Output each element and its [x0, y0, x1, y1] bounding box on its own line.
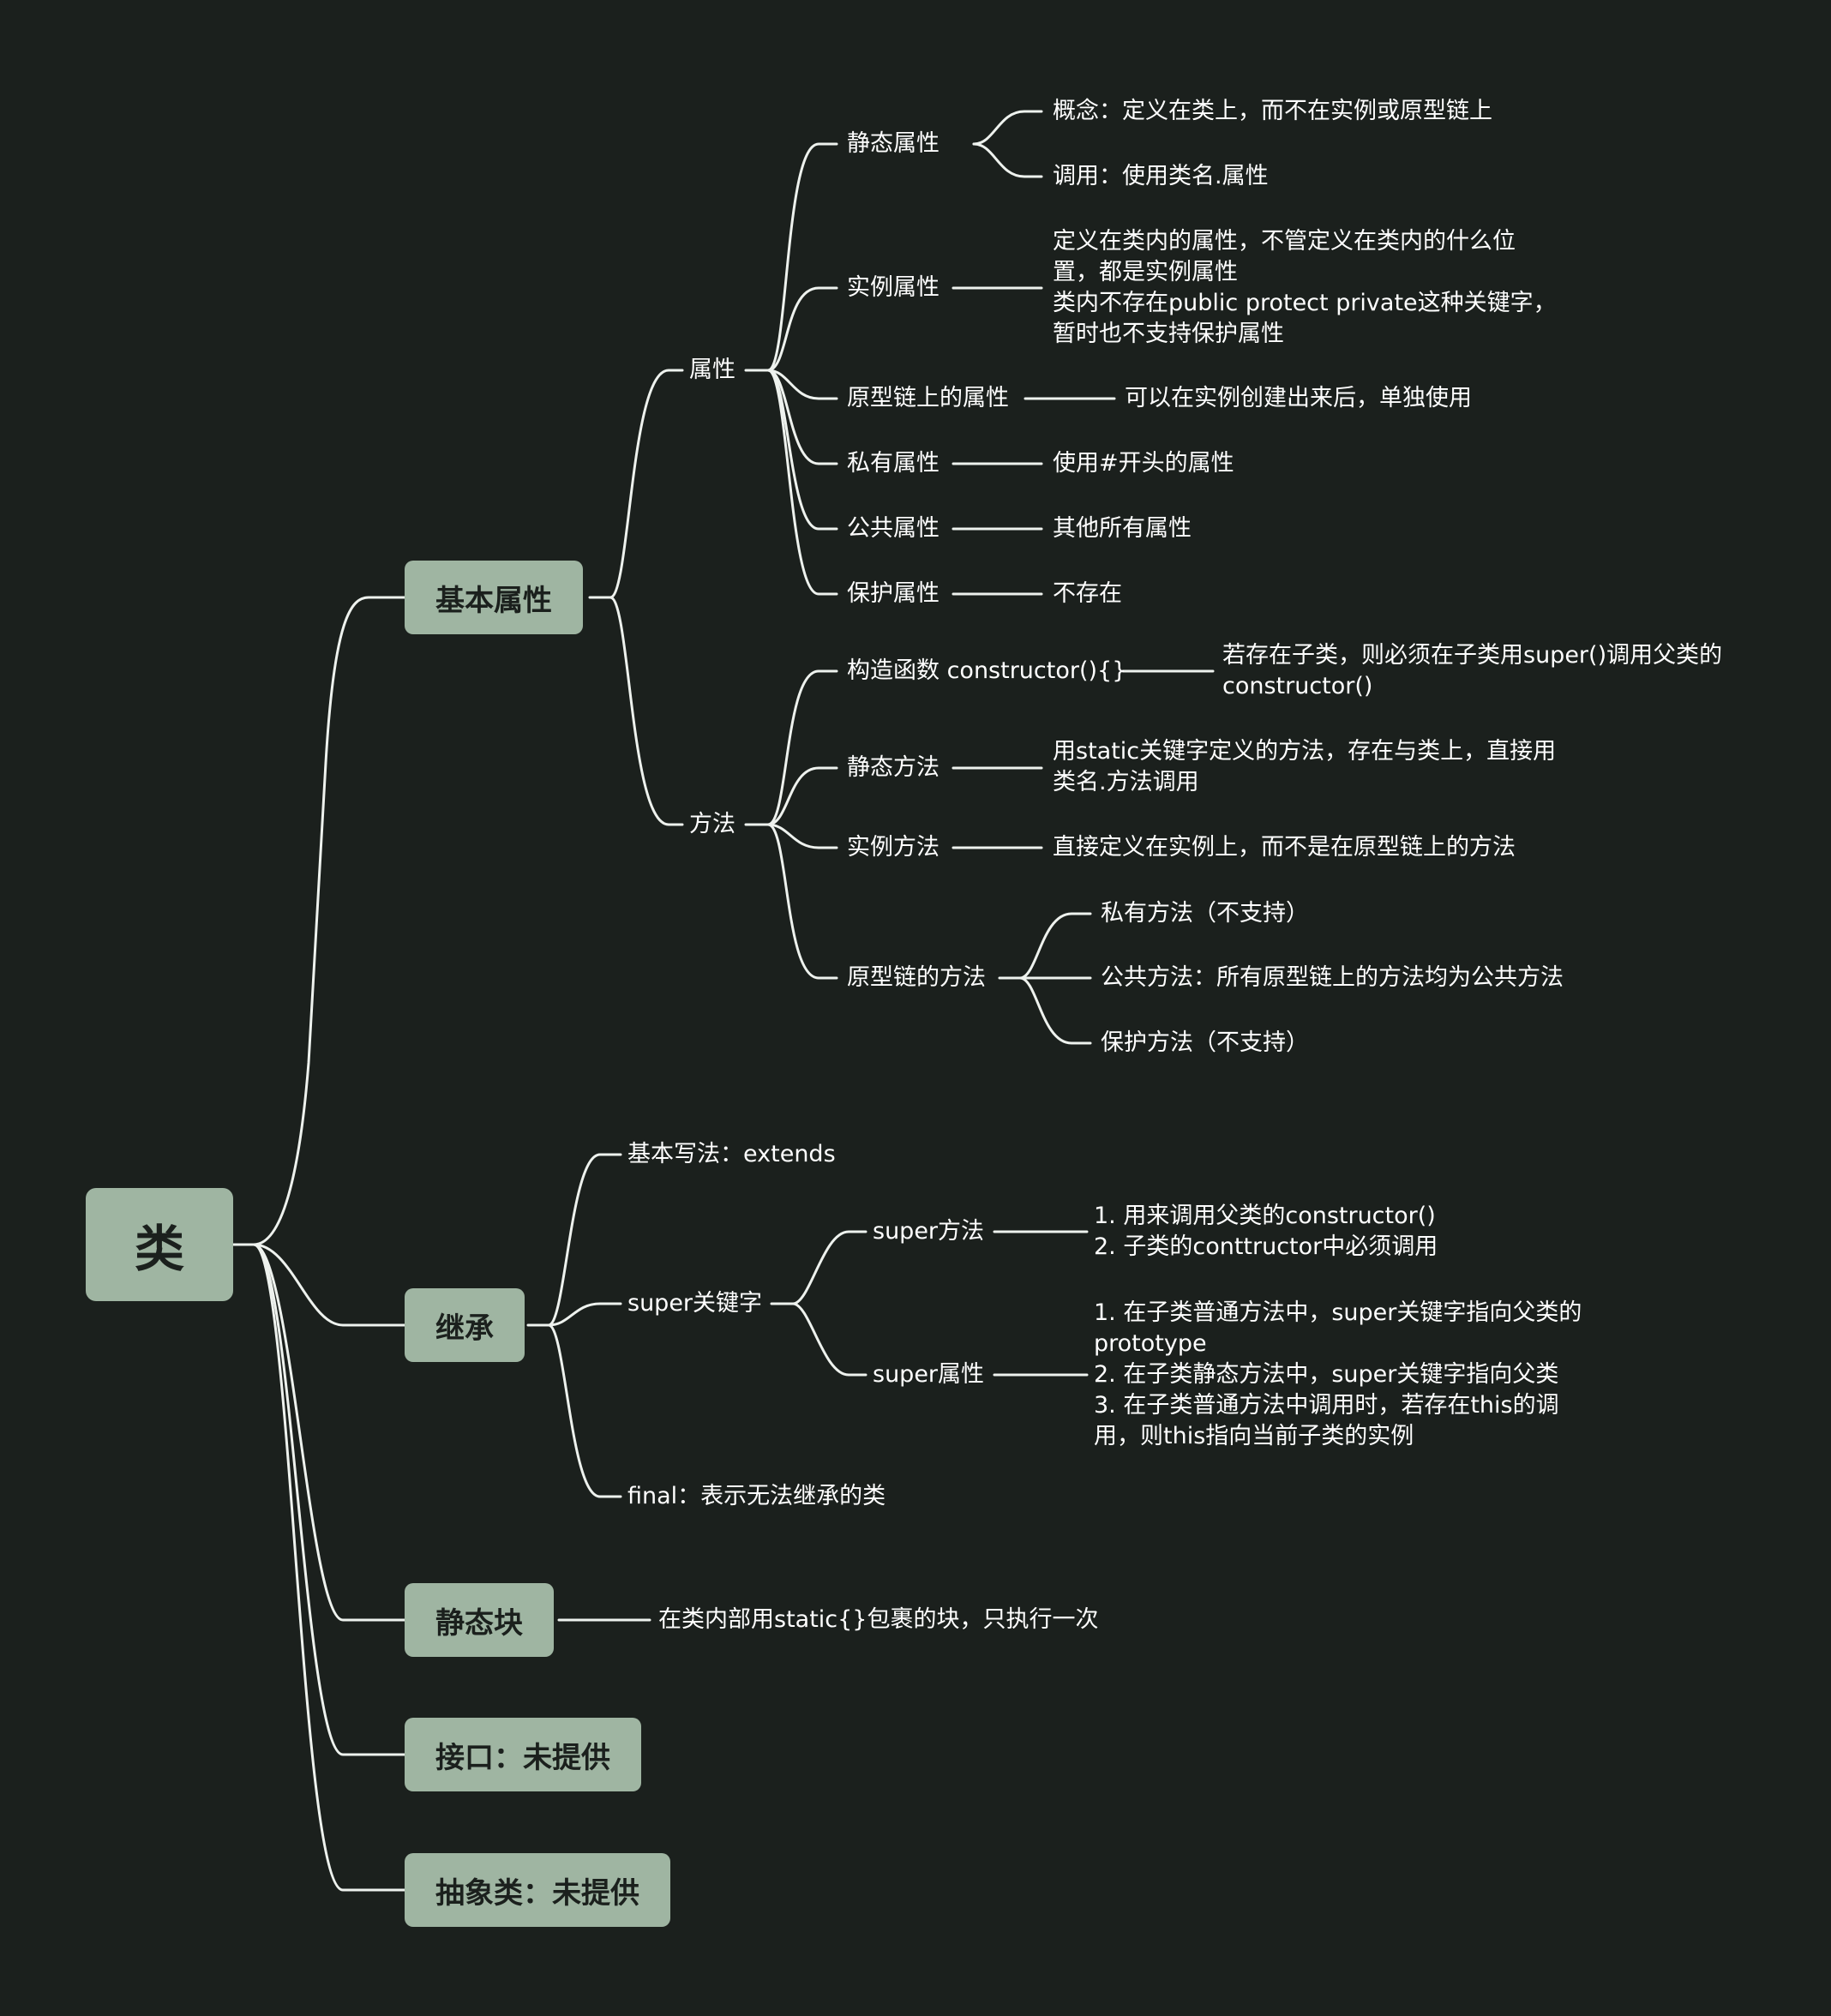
super-property-desc-line-2: prototype: [1094, 1330, 1207, 1357]
node-constructor[interactable]: 构造函数 constructor(){}: [847, 657, 1127, 684]
node-properties[interactable]: 属性: [689, 357, 735, 383]
node-instance-properties[interactable]: 实例属性: [847, 274, 940, 301]
node-abstract-class[interactable]: 抽象类：未提供: [405, 1853, 670, 1927]
node-instance-methods[interactable]: 实例方法: [847, 834, 940, 861]
constructor-desc-line-2: constructor(): [1222, 673, 1373, 699]
node-super-property[interactable]: super属性: [873, 1361, 985, 1388]
super-method-desc-line-1: 1. 用来调用父类的constructor(): [1094, 1203, 1436, 1229]
constructor-desc-line-1: 若存在子类，则必须在子类用super()调用父类的: [1222, 642, 1723, 669]
instance-methods-desc[interactable]: 直接定义在实例上，而不是在原型链上的方法: [1053, 834, 1516, 861]
instance-properties-desc[interactable]: 定义在类内的属性，不管定义在类内的什么位 置，都是实例属性 类内不存在publi…: [1053, 226, 1557, 350]
super-property-desc[interactable]: 1. 在子类普通方法中，super关键字指向父类的 prototype 2. 在…: [1094, 1298, 1582, 1452]
node-protected-properties[interactable]: 保护属性: [847, 580, 940, 607]
super-property-desc-line-1: 1. 在子类普通方法中，super关键字指向父类的: [1094, 1299, 1582, 1326]
constructor-desc[interactable]: 若存在子类，则必须在子类用super()调用父类的 constructor(): [1222, 640, 1722, 702]
instance-properties-line-1: 定义在类内的属性，不管定义在类内的什么位: [1053, 228, 1516, 255]
static-block-desc[interactable]: 在类内部用static{}包裹的块，只执行一次: [658, 1606, 1099, 1633]
super-property-desc-line-3: 2. 在子类静态方法中，super关键字指向父类: [1094, 1361, 1559, 1388]
prototype-properties-desc[interactable]: 可以在实例创建出来后，单独使用: [1125, 385, 1472, 411]
static-properties-call[interactable]: 调用：使用类名.属性: [1053, 163, 1269, 189]
super-property-desc-line-5: 用，则this指向当前子类的实例: [1094, 1423, 1414, 1449]
node-basic-properties[interactable]: 基本属性: [405, 561, 583, 634]
protected-properties-desc[interactable]: 不存在: [1053, 580, 1122, 607]
root-node[interactable]: 类: [86, 1188, 233, 1301]
node-prototype-properties[interactable]: 原型链上的属性: [847, 385, 1009, 411]
protected-methods[interactable]: 保护方法（不支持）: [1101, 1029, 1309, 1056]
instance-properties-line-3: 类内不存在public protect private这种关键字，: [1053, 290, 1557, 316]
static-methods-desc[interactable]: 用static关键字定义的方法，存在与类上，直接用 类名.方法调用: [1053, 736, 1556, 798]
node-extends-syntax[interactable]: 基本写法：extends: [627, 1141, 836, 1167]
private-methods[interactable]: 私有方法（不支持）: [1101, 900, 1309, 927]
node-static-properties[interactable]: 静态属性: [847, 130, 940, 157]
node-super-method[interactable]: super方法: [873, 1218, 985, 1245]
static-methods-desc-line-1: 用static关键字定义的方法，存在与类上，直接用: [1053, 738, 1557, 765]
super-method-desc[interactable]: 1. 用来调用父类的constructor() 2. 子类的conttructo…: [1094, 1201, 1438, 1263]
node-public-properties[interactable]: 公共属性: [847, 515, 940, 542]
node-methods[interactable]: 方法: [689, 811, 735, 837]
node-static-block[interactable]: 静态块: [405, 1583, 554, 1657]
node-final[interactable]: final：表示无法继承的类: [627, 1483, 886, 1509]
node-static-methods[interactable]: 静态方法: [847, 754, 940, 781]
node-inheritance[interactable]: 继承: [405, 1288, 525, 1362]
static-properties-concept[interactable]: 概念：定义在类上，而不在实例或原型链上: [1053, 98, 1492, 124]
private-properties-desc[interactable]: 使用#开头的属性: [1053, 450, 1234, 477]
super-property-desc-line-4: 3. 在子类普通方法中调用时，若存在this的调: [1094, 1392, 1559, 1419]
static-methods-desc-line-2: 类名.方法调用: [1053, 769, 1199, 795]
instance-properties-line-4: 暂时也不支持保护属性: [1053, 321, 1284, 347]
node-prototype-methods[interactable]: 原型链的方法: [847, 964, 986, 991]
public-methods[interactable]: 公共方法：所有原型链上的方法均为公共方法: [1101, 964, 1564, 991]
node-super-keyword[interactable]: super关键字: [627, 1290, 763, 1317]
public-properties-desc[interactable]: 其他所有属性: [1053, 515, 1192, 542]
instance-properties-line-2: 置，都是实例属性: [1053, 259, 1238, 285]
node-interface[interactable]: 接口：未提供: [405, 1718, 641, 1791]
super-method-desc-line-2: 2. 子类的conttructor中必须调用: [1094, 1233, 1438, 1260]
node-private-properties[interactable]: 私有属性: [847, 450, 940, 477]
